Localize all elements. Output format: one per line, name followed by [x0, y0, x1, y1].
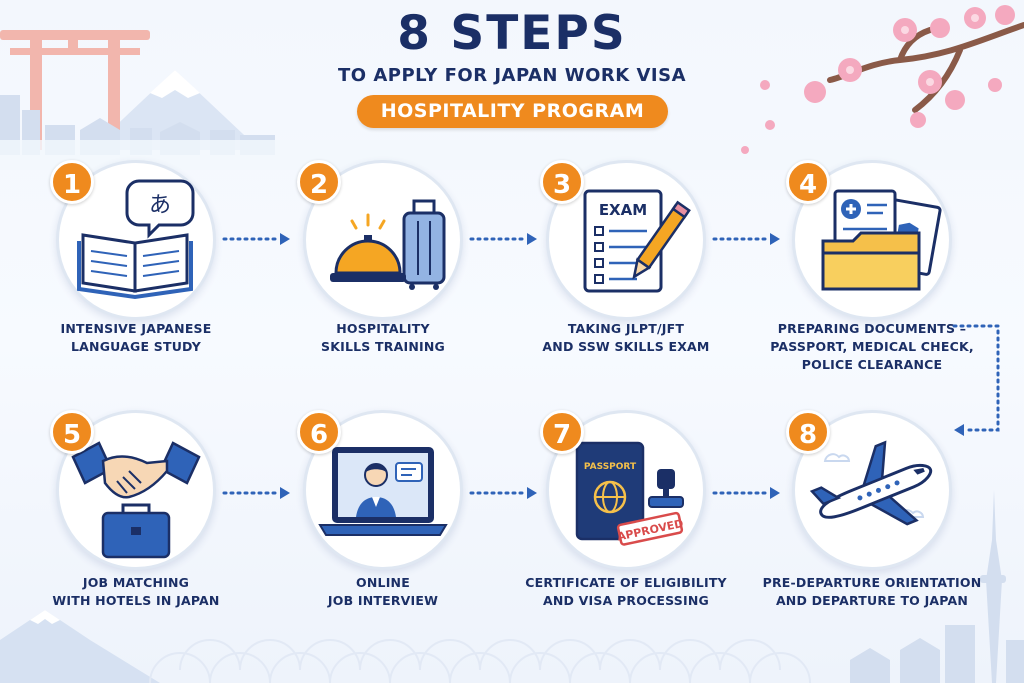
step-2-number-badge: 2 [297, 160, 341, 204]
program-badge: HOSPITALITY PROGRAM [357, 95, 668, 128]
step-4-label: PREPARING DOCUMENTS –PASSPORT, MEDICAL C… [770, 321, 974, 372]
step-7-number-badge: 7 [540, 410, 584, 454]
arrow-step-4-to-8 [952, 324, 1000, 436]
open-book-speech-bubble-icon: あ [77, 179, 195, 300]
step-4-number-badge: 4 [786, 160, 830, 204]
step-8-number-badge: 8 [786, 410, 830, 454]
step-6-circle [303, 410, 463, 570]
page-subtitle: TO APPLY FOR JAPAN WORK VISA [337, 65, 687, 86]
page-title: 8 STEPS [397, 6, 627, 61]
step-7: PASSPORT APPROVED 7 CERTIFICATE OF ELIGI… [506, 410, 746, 610]
sakura-branch-icon [741, 5, 1024, 154]
exam-paper-text: EXAM [599, 201, 647, 219]
step-3-number-badge: 3 [540, 160, 584, 204]
arrow-step-5-to-6 [222, 487, 290, 499]
arrow-step-7-to-8 [712, 487, 780, 499]
mount-fuji-bottom-icon [0, 610, 160, 683]
tokyo-skytree-icon [850, 490, 1024, 683]
document-folder-icon [821, 189, 942, 291]
arrow-step-1-to-2 [222, 233, 290, 245]
laptop-video-call-icon [318, 447, 448, 536]
handshake-briefcase-icon [71, 441, 201, 559]
passport-cover-text: PASSPORT [584, 462, 637, 472]
step-5-number-badge: 5 [50, 410, 94, 454]
arrow-step-6-to-7 [469, 487, 537, 499]
seigaiha-wave-pattern [149, 639, 811, 683]
step-1-number-badge: 1 [50, 160, 94, 204]
exam-paper-pencil-icon: EXAM [583, 189, 691, 293]
step-4: 4 PREPARING DOCUMENTS –PASSPORT, MEDICAL… [752, 160, 992, 372]
step-6-number-badge: 6 [297, 410, 341, 454]
service-bell-suitcase-icon [330, 199, 446, 290]
arrow-step-3-to-4 [712, 233, 780, 245]
bubble-hiragana-text: あ [149, 193, 171, 218]
airplane-icon [809, 440, 933, 526]
step-4-circle [792, 160, 952, 320]
passport-approved-stamp-icon: PASSPORT APPROVED [575, 441, 685, 546]
arrow-step-2-to-3 [469, 233, 537, 245]
